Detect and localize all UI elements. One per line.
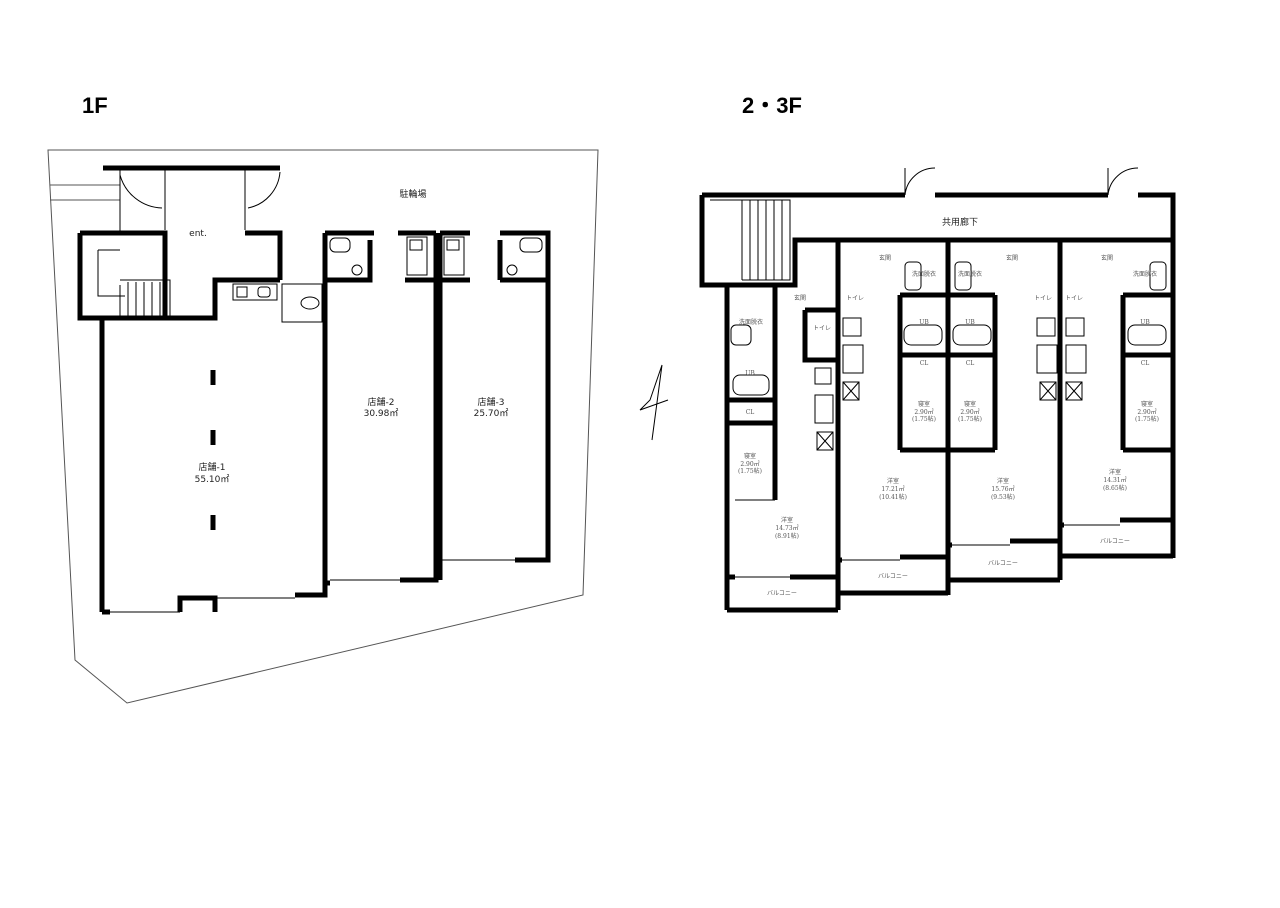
unit-3-bedroom-jo: (1.75帖) (958, 415, 982, 423)
unit-4-bedroom-jo: (1.75帖) (1135, 415, 1159, 423)
unit-2-washroom: 洗面脱衣 (912, 270, 936, 278)
unit-3-closet: CL (966, 360, 975, 367)
stairs (710, 199, 791, 281)
unit-1-toilet: トイレ (813, 325, 831, 332)
unit-4-room-jo: (8.65帖) (1103, 484, 1127, 492)
unit-2-bedroom: 寝室 (918, 400, 930, 408)
unit-2-bath: UB (919, 319, 929, 326)
unit-1-bedroom-jo: (1.75帖) (738, 467, 762, 475)
floor-2-3-plan: 共用廊下 玄関 トイレ 洗面脱衣 UB CL 寝室 2.90㎡ (1.75帖) … (699, 167, 1176, 613)
store-1-area: 55.10㎡ (195, 474, 230, 485)
stairs (97, 249, 171, 318)
unit-2-toilet: トイレ (846, 295, 864, 302)
unit-1-closet: CL (746, 409, 755, 416)
floor-2-3-title: 2・3F (742, 93, 802, 118)
entrance-label: ent. (189, 229, 207, 239)
unit-3-balcony: バルコニー (988, 560, 1018, 567)
unit-4-walls (1060, 240, 1176, 559)
corridor-label: 共用廊下 (942, 216, 978, 228)
unit-4-closet: CL (1141, 360, 1150, 367)
store-3-walls (437, 230, 551, 580)
unit-2-bedroom-area: 2.90㎡ (914, 408, 933, 416)
store-3-name: 店舗-3 (478, 396, 505, 408)
unit-2-room-jo: (10.41帖) (879, 493, 907, 501)
unit-4-room-area: 14.31㎡ (1103, 476, 1126, 484)
unit-1-washroom: 洗面脱衣 (739, 318, 763, 326)
unit-2-balcony: バルコニー (878, 573, 908, 580)
unit-3-bedroom: 寝室 (964, 400, 976, 408)
unit-4-entrance: 玄関 (1101, 254, 1113, 262)
north-arrow-icon (639, 364, 669, 441)
site-boundary (47, 149, 599, 704)
floor-1-plan: 店舗-1 55.10㎡ ent. 駐輪場 店舗-2 30.98㎡ 店舗-3 25… (47, 149, 599, 704)
store-1-walls (99, 277, 328, 615)
unit-3-walls (948, 240, 1063, 583)
unit-3-room-area: 15.76㎡ (991, 485, 1014, 493)
unit-1-room-area: 14.73㎡ (775, 524, 798, 532)
unit-2-closet: CL (920, 360, 929, 367)
unit-4-bedroom: 寝室 (1141, 400, 1153, 408)
unit-2-room: 洋室 (887, 477, 899, 485)
store-3-area: 25.70㎡ (474, 408, 509, 419)
store-1-name: 店舗-1 (199, 461, 226, 473)
floor-1-title: 1F (82, 93, 108, 118)
bicycle-parking-label: 駐輪場 (399, 188, 426, 200)
unit-3-bedroom-area: 2.90㎡ (960, 408, 979, 416)
unit-1-walls (724, 240, 841, 613)
unit-3-bath: UB (965, 319, 975, 326)
unit-2-entrance: 玄関 (879, 254, 891, 262)
store-2-area: 30.98㎡ (364, 408, 399, 419)
store-2-walls (322, 230, 439, 586)
unit-1-balcony: バルコニー (767, 590, 797, 597)
unit-4-toilet: トイレ (1065, 295, 1083, 302)
unit-2-walls (838, 240, 951, 596)
store-2-name: 店舗-2 (368, 396, 395, 408)
unit-4-washroom: 洗面脱衣 (1133, 270, 1157, 278)
unit-2-bedroom-jo: (1.75帖) (912, 415, 936, 423)
unit-1-bedroom-area: 2.90㎡ (740, 460, 759, 468)
unit-3-entrance: 玄関 (1006, 254, 1018, 262)
unit-2-room-area: 17.21㎡ (881, 485, 904, 493)
corridor-walls (699, 192, 1176, 288)
unit-3-room: 洋室 (997, 477, 1009, 485)
unit-4-room: 洋室 (1109, 468, 1121, 476)
unit-4-balcony: バルコニー (1100, 538, 1130, 545)
unit-1-bedroom: 寝室 (744, 452, 756, 460)
unit-1-entrance: 玄関 (794, 294, 806, 302)
unit-1-bath: UB (745, 370, 755, 377)
unit-3-washroom: 洗面脱衣 (958, 270, 982, 278)
unit-1-room-jo: (8.91帖) (775, 532, 799, 540)
unit-4-bedroom-area: 2.90㎡ (1137, 408, 1156, 416)
unit-1-room: 洋室 (781, 516, 793, 524)
entrance-walls (77, 165, 283, 321)
unit-3-room-jo: (9.53帖) (991, 493, 1015, 501)
unit-3-toilet: トイレ (1034, 295, 1052, 302)
unit-4-bath: UB (1140, 319, 1150, 326)
